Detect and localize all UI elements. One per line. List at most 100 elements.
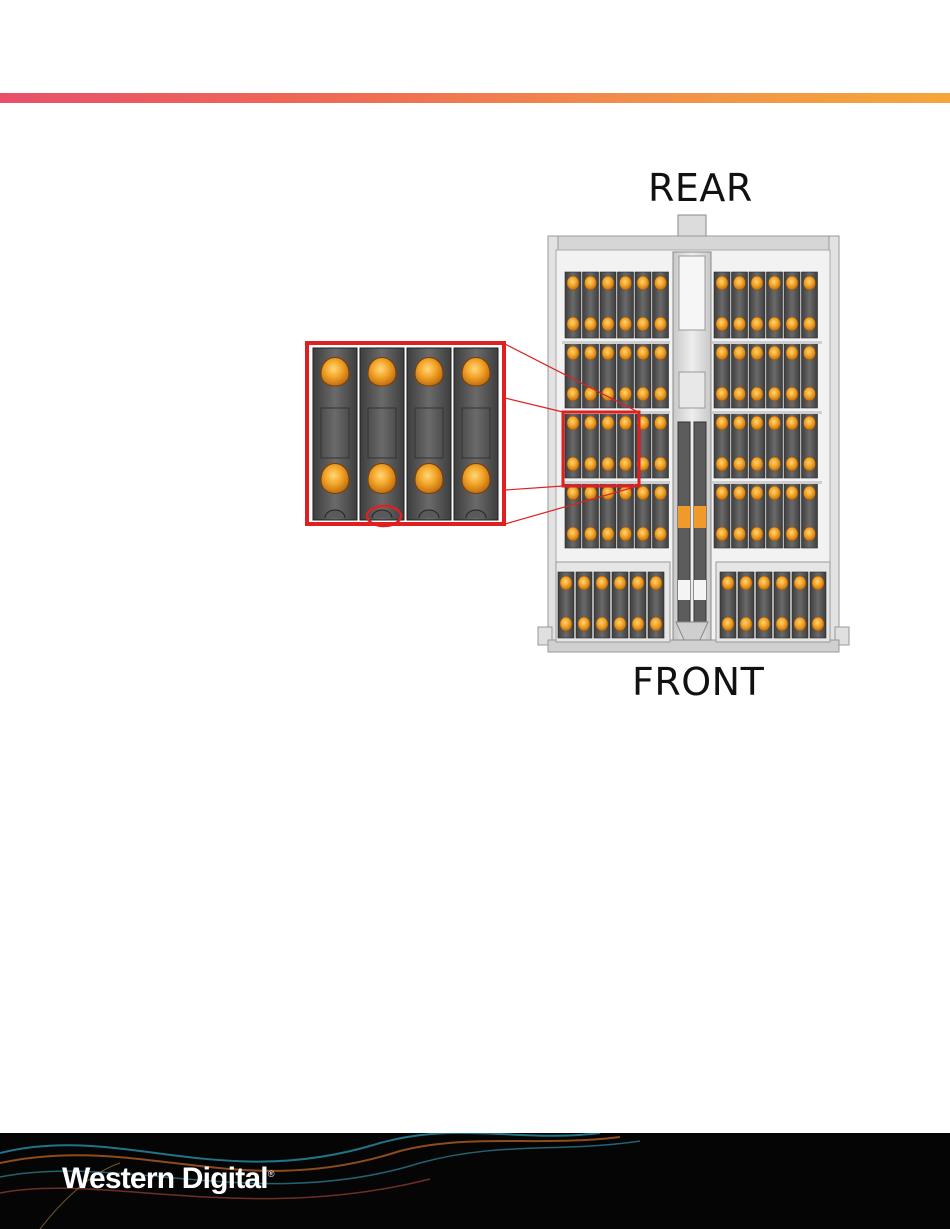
drive-latch-icon xyxy=(632,576,644,590)
drive-sled xyxy=(583,342,599,408)
drive-sled xyxy=(767,272,783,338)
drive-sled xyxy=(583,412,599,478)
zoom-latch-bottom-icon xyxy=(321,464,349,494)
drive-sled xyxy=(583,482,599,548)
drive-sled xyxy=(784,412,800,478)
drive-latch-icon xyxy=(637,346,649,360)
drive-latch-icon xyxy=(751,317,763,331)
drive-sled xyxy=(635,272,651,338)
drive-latch-icon xyxy=(578,576,590,590)
drive-sled xyxy=(802,412,818,478)
drive-latch-icon xyxy=(733,346,745,360)
drive-latch-icon xyxy=(567,387,579,401)
drive-latch-icon xyxy=(567,276,579,290)
drive-latch-icon xyxy=(768,387,780,401)
drive-sled xyxy=(600,482,616,548)
drive-latch-icon xyxy=(637,387,649,401)
zoom-latch-top-icon xyxy=(321,358,349,387)
drive-latch-icon xyxy=(584,387,596,401)
drive-latch-icon xyxy=(812,617,824,631)
drive-latch-icon xyxy=(654,486,666,500)
drive-sled xyxy=(565,342,581,408)
drive-latch-icon xyxy=(786,387,798,401)
drive-sled xyxy=(635,412,651,478)
drive-sled xyxy=(565,412,581,478)
drive-sled xyxy=(594,572,610,638)
drive-latch-icon xyxy=(602,317,614,331)
drive-latch-icon xyxy=(716,346,728,360)
drive-latch-icon xyxy=(786,457,798,471)
zoom-latch-bottom-icon xyxy=(368,464,396,494)
drive-latch-icon xyxy=(619,276,631,290)
drive-latch-icon xyxy=(733,416,745,430)
drive-latch-icon xyxy=(602,416,614,430)
drive-latch-icon xyxy=(584,346,596,360)
drive-sled xyxy=(784,482,800,548)
drive-latch-icon xyxy=(584,317,596,331)
drive-latch-icon xyxy=(794,576,806,590)
drive-sled xyxy=(732,482,748,548)
drive-sled xyxy=(618,342,634,408)
drive-latch-icon xyxy=(751,416,763,430)
drive-sled xyxy=(653,342,669,408)
drive-latch-icon xyxy=(602,276,614,290)
drive-sled xyxy=(714,342,730,408)
drive-latch-icon xyxy=(596,617,608,631)
drive-latch-icon xyxy=(803,457,815,471)
drive-latch-icon xyxy=(751,276,763,290)
drive-latch-icon xyxy=(768,416,780,430)
drive-latch-icon xyxy=(733,486,745,500)
drive-sled xyxy=(720,572,736,638)
drive-latch-icon xyxy=(584,457,596,471)
drive-latch-icon xyxy=(654,346,666,360)
drive-latch-icon xyxy=(751,486,763,500)
drive-sled xyxy=(600,272,616,338)
drive-sled xyxy=(784,342,800,408)
drive-latch-icon xyxy=(740,576,752,590)
drive-latch-icon xyxy=(803,527,815,541)
drive-latch-icon xyxy=(567,416,579,430)
drive-latch-icon xyxy=(786,486,798,500)
drive-sled xyxy=(653,412,669,478)
drive-latch-icon xyxy=(786,416,798,430)
center-spine xyxy=(673,252,711,640)
drive-latch-icon xyxy=(584,416,596,430)
drive-sled xyxy=(653,482,669,548)
drive-latch-icon xyxy=(768,527,780,541)
drive-latch-icon xyxy=(567,317,579,331)
drive-latch-icon xyxy=(733,457,745,471)
drive-latch-icon xyxy=(794,617,806,631)
drive-latch-icon xyxy=(716,317,728,331)
drive-latch-icon xyxy=(716,387,728,401)
drive-latch-icon xyxy=(786,527,798,541)
zoom-drive-sled xyxy=(313,348,357,520)
drive-latch-icon xyxy=(768,317,780,331)
drive-latch-icon xyxy=(716,457,728,471)
zoom-detail-panel xyxy=(307,343,504,524)
drive-sled xyxy=(612,572,628,638)
drive-latch-icon xyxy=(758,617,770,631)
drive-latch-icon xyxy=(619,527,631,541)
zoom-latch-bottom-icon xyxy=(462,464,490,494)
drive-latch-icon xyxy=(812,576,824,590)
drive-latch-icon xyxy=(637,276,649,290)
drive-sled xyxy=(600,342,616,408)
drive-latch-icon xyxy=(758,576,770,590)
drive-latch-icon xyxy=(768,486,780,500)
zoom-drive-sled xyxy=(407,348,451,520)
drive-latch-icon xyxy=(654,527,666,541)
brand-name: Western Digital xyxy=(62,1162,268,1195)
drive-latch-icon xyxy=(803,486,815,500)
drive-latch-icon xyxy=(768,457,780,471)
drive-latch-icon xyxy=(654,387,666,401)
drive-latch-icon xyxy=(751,457,763,471)
drive-latch-icon xyxy=(637,527,649,541)
drive-sled xyxy=(648,572,664,638)
drive-latch-icon xyxy=(751,387,763,401)
drive-latch-icon xyxy=(768,346,780,360)
drive-latch-icon xyxy=(751,527,763,541)
drive-latch-icon xyxy=(733,276,745,290)
drive-latch-icon xyxy=(560,576,572,590)
drive-latch-icon xyxy=(803,387,815,401)
zoom-latch-top-icon xyxy=(415,358,443,387)
